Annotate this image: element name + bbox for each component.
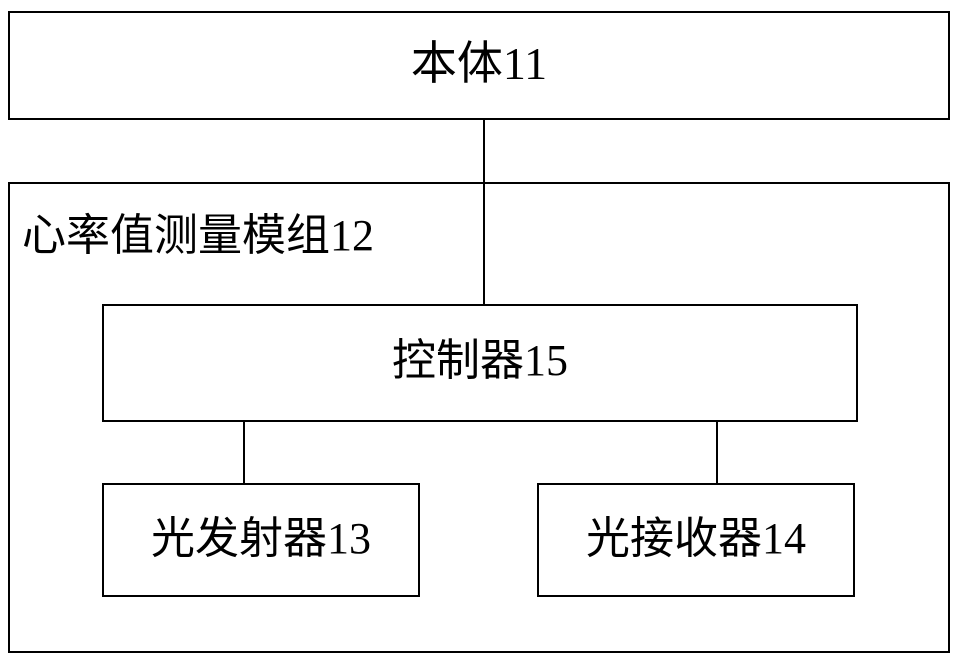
block-light-emitter: 光发射器13 [102,483,420,597]
block-controller: 控制器15 [102,304,858,422]
block-heart-rate-module: 心率值测量模组12 [8,182,950,653]
connector-controller-to-light-emitter [243,421,245,484]
block-heart-rate-module-label: 心率值测量模组12 [22,211,374,260]
block-body-label: 本体11 [410,38,548,89]
block-light-receiver-label: 光接收器14 [586,514,806,563]
connector-body-to-controller [483,119,485,305]
block-body: 本体11 [8,11,950,120]
connector-controller-to-light-receiver [716,421,718,484]
block-light-receiver: 光接收器14 [537,483,855,597]
block-light-emitter-label: 光发射器13 [151,514,371,563]
block-controller-label: 控制器15 [392,336,568,385]
